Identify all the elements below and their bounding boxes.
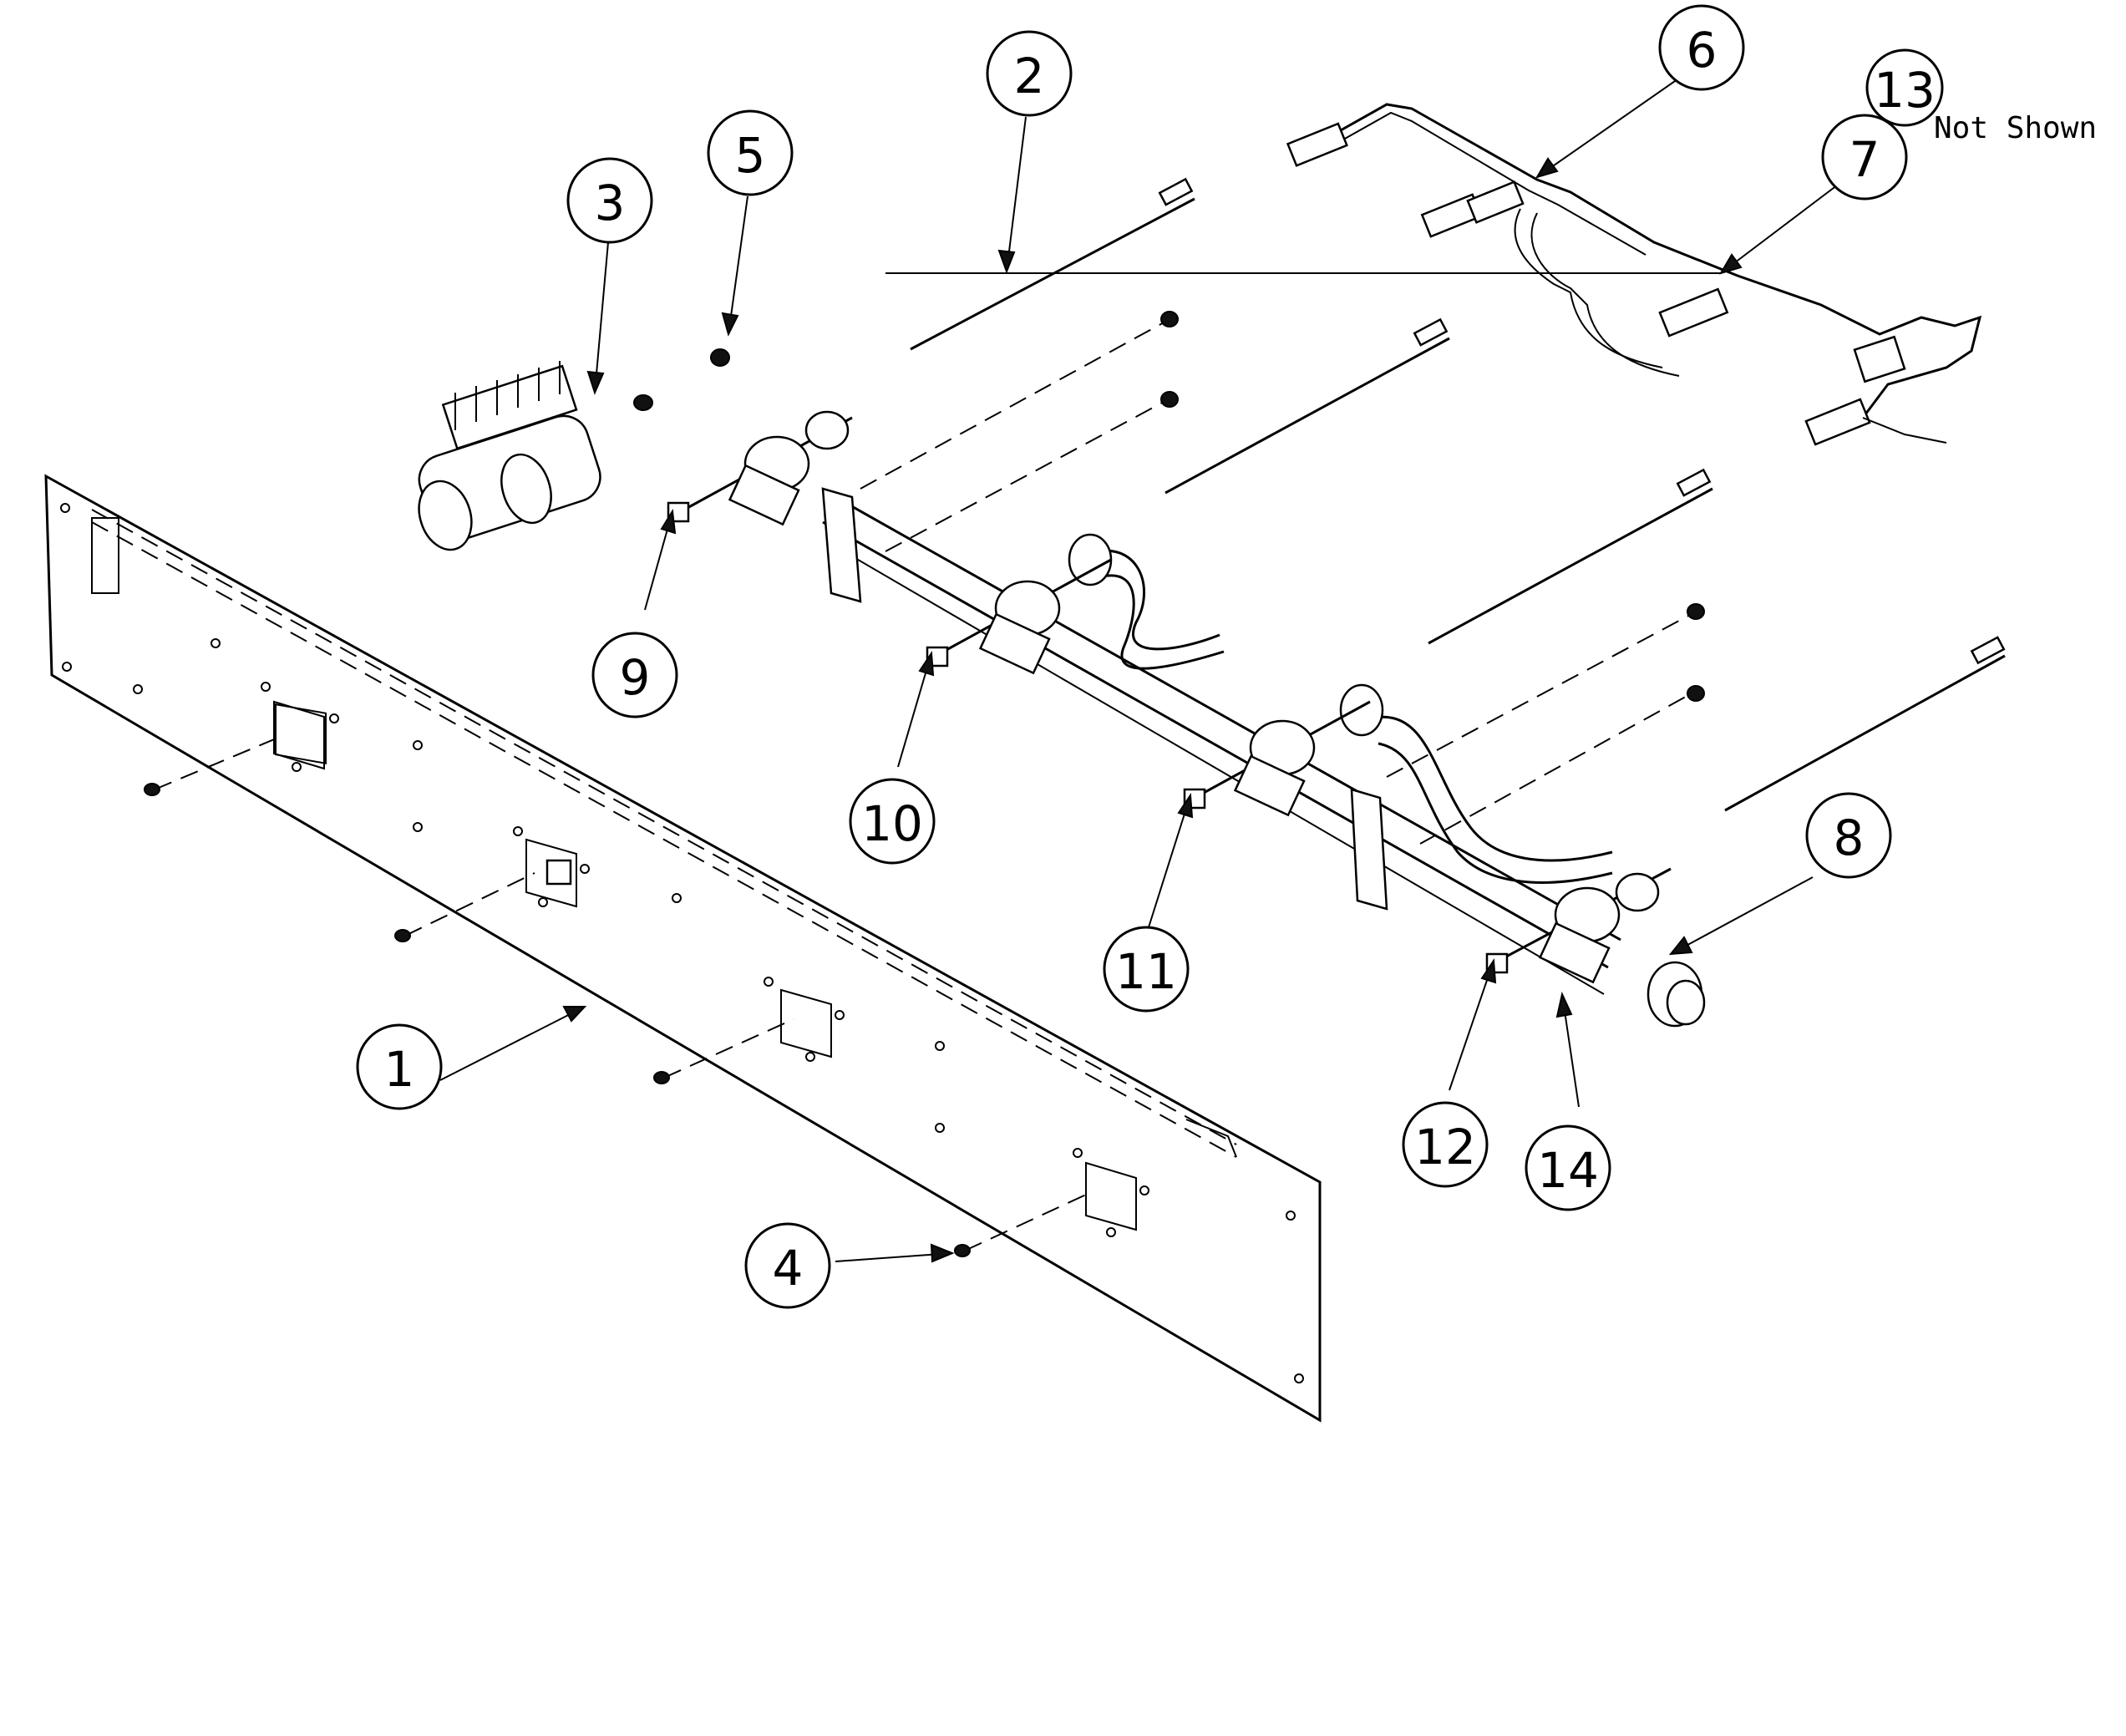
callout-label: 13	[1874, 62, 1936, 119]
burner-valves	[667, 410, 1672, 984]
callout-label: 3	[595, 175, 626, 231]
screws	[144, 734, 1087, 1257]
callout-11: 11	[1103, 926, 1190, 1013]
callout-9: 9	[591, 632, 678, 718]
gas-manifold	[821, 487, 1706, 1028]
callout-6: 6	[1658, 4, 1745, 91]
callout-13: 13	[1865, 48, 1944, 127]
callout-7: 7	[1821, 114, 1908, 201]
control-panel	[44, 474, 1322, 1423]
electrodes	[860, 177, 2006, 845]
callout-label: 14	[1537, 1142, 1599, 1199]
leader-lines	[439, 79, 1862, 1263]
callout-label: 5	[735, 127, 766, 184]
callout-label: 4	[773, 1240, 804, 1297]
spark-module	[418, 348, 730, 551]
callout-label: 2	[1014, 48, 1045, 104]
callout-14: 14	[1525, 1124, 1611, 1211]
callout-label: 10	[861, 795, 923, 852]
callout-8: 8	[1805, 792, 1892, 879]
callout-label: 6	[1687, 22, 1718, 79]
callout-label: 9	[620, 649, 651, 706]
callout-2: 2	[986, 30, 1073, 117]
callout-label: 11	[1115, 943, 1177, 1000]
callout-4: 4	[744, 1222, 831, 1309]
callout-label: 8	[1834, 810, 1865, 866]
callout-10: 10	[849, 778, 936, 865]
wire-harness	[1286, 103, 1982, 446]
callout-label: 1	[384, 1041, 415, 1098]
callout-12: 12	[1402, 1101, 1489, 1188]
callout-label: 12	[1414, 1119, 1476, 1175]
callout-label: 7	[1849, 131, 1880, 188]
callout-5: 5	[707, 109, 794, 196]
callout-1: 1	[356, 1023, 443, 1110]
callout-3: 3	[566, 157, 653, 244]
not-shown-note: Not Shown	[1934, 111, 2097, 145]
